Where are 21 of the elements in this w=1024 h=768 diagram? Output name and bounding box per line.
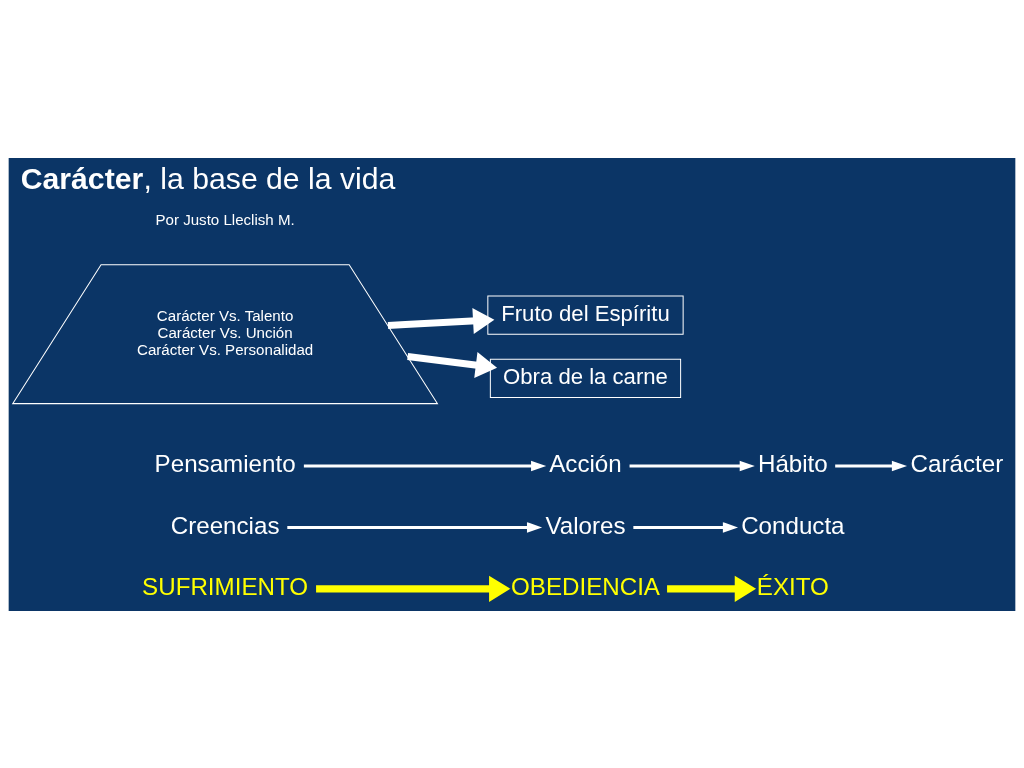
node-text: SUFRIMIENTO <box>142 572 309 600</box>
arrow <box>629 460 755 471</box>
arrow <box>633 521 739 533</box>
node-text: Pensamiento <box>154 449 296 477</box>
arrow <box>303 460 547 471</box>
node-text: Valores <box>545 511 626 539</box>
node-text: Carácter <box>910 449 1004 477</box>
node-text: Hábito <box>757 449 828 477</box>
node-box: Obra de la carne <box>489 358 682 398</box>
node-text: OBEDIENCIA <box>510 572 660 600</box>
arrow <box>407 351 498 378</box>
arrow <box>287 521 543 533</box>
diagram-title: Carácter, la base de la vida <box>20 161 396 195</box>
node-text: Creencias <box>170 511 280 539</box>
node-box: Fruto del Espíritu <box>487 294 684 335</box>
label: Por Justo Lleclish M. <box>155 210 295 228</box>
arrow <box>387 307 495 334</box>
node-text: Acción <box>549 449 622 477</box>
node-text: ÉXITO <box>756 572 829 600</box>
arrow <box>835 460 908 471</box>
node-text: Conducta <box>741 511 845 539</box>
